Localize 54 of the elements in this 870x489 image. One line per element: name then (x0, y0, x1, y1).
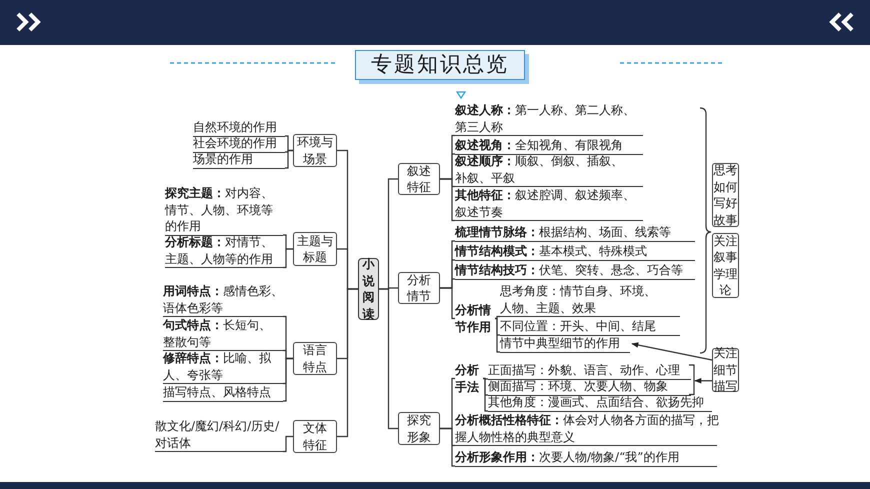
topic-box: 关注叙事学理论 (712, 233, 739, 298)
branch-text: 思考角度：情节自身、环境、人物、主题、效果 (500, 283, 680, 317)
branch-text: 用词特点：感情色彩、语体色彩等 (163, 283, 283, 317)
connector-line (483, 378, 488, 412)
central-box: 小说阅读 (358, 258, 379, 320)
topic-box: 分析情节 (398, 272, 440, 304)
topic-box: 探究形象 (398, 412, 440, 445)
branch-text: 正面描写：外貌、语言、动作、心理 (488, 362, 691, 380)
connector-line (283, 436, 293, 452)
topic-box: 环境与场景 (293, 134, 337, 167)
branch-text: 叙述视角：全知视角、有限视角 (455, 137, 643, 154)
branch-text: 描写特点、风格特点 (163, 384, 283, 402)
branch-text: 分析概括性格特征：体会对人物各方面的描写，把握人物性格的典型意义 (455, 412, 717, 446)
branch-text: 分析标题：对情节、主题、人物等的作用 (165, 234, 283, 268)
connector-line (283, 358, 293, 402)
branch-text: 社会环境的作用 (193, 135, 285, 152)
title-banner: 专题知识总览 (355, 50, 525, 80)
connector-line (285, 150, 293, 169)
branch-text: 叙述顺序：顺叙、倒叙、插叙、补叙、平叙 (455, 153, 643, 187)
branch-text: 情节结构技巧：伏笔、突转、悬念、巧合等 (455, 262, 695, 280)
connector-line (495, 318, 500, 353)
branch-text: 其他特征：叙述腔调、叙述频率、叙述节奏 (455, 187, 643, 221)
branch-text: 场景的作用 (193, 151, 285, 168)
branch-text: 其他角度：漫画式、点面结合、欲扬先抑 (488, 394, 712, 412)
branch-text: 梳理情节脉络：根据结构、场面、线索等 (455, 224, 695, 242)
branch-text: 句式特点：长短句、整散句等 (163, 317, 283, 351)
subtopic-text: 分析手法 (455, 362, 483, 395)
connector-line (337, 288, 358, 438)
branch-text: 不同位置：开头、中间、结尾 (500, 318, 680, 336)
branch-text: 情节结构模式：基本模式、特殊模式 (455, 243, 695, 260)
connector-line (495, 316, 500, 320)
connector-line (440, 178, 455, 222)
connector-line (483, 378, 488, 380)
topic-box: 思考如何写好故事 (712, 163, 739, 227)
branch-text: 叙述人称：第一人称、第二人称、第三人称 (455, 102, 643, 136)
topic-box: 语言特点 (293, 342, 337, 375)
branch-text: 侧面描写：环境、次要人物、物象 (488, 378, 691, 396)
branch-text: 散文化/魔幻/科幻/历史/对话体 (155, 418, 283, 452)
topic-box: 关注细节描写 (712, 348, 739, 392)
topic-box: 主题与标题 (293, 232, 337, 266)
subtopic-text: 分析情节作用 (455, 302, 495, 335)
branch-text: 自然环境的作用 (193, 119, 285, 136)
arrow (694, 378, 712, 384)
topic-box: 叙述特征 (398, 163, 440, 195)
connector-line (283, 248, 293, 268)
branch-text: 情节中典型细节的作用 (500, 335, 630, 352)
topic-box: 文体特征 (293, 420, 337, 453)
connector-line (379, 288, 398, 430)
connector-line (440, 287, 455, 320)
arrow (631, 342, 712, 361)
branch-text: 修辞特点：比喻、拟人、夸张等 (163, 350, 283, 384)
connector-line (440, 428, 455, 467)
branch-text: 分析形象作用：次要人物/物象/“我”的作用 (455, 449, 717, 466)
branch-text: 探究主题：对内容、情节、人物、环境等的作用 (165, 185, 283, 236)
